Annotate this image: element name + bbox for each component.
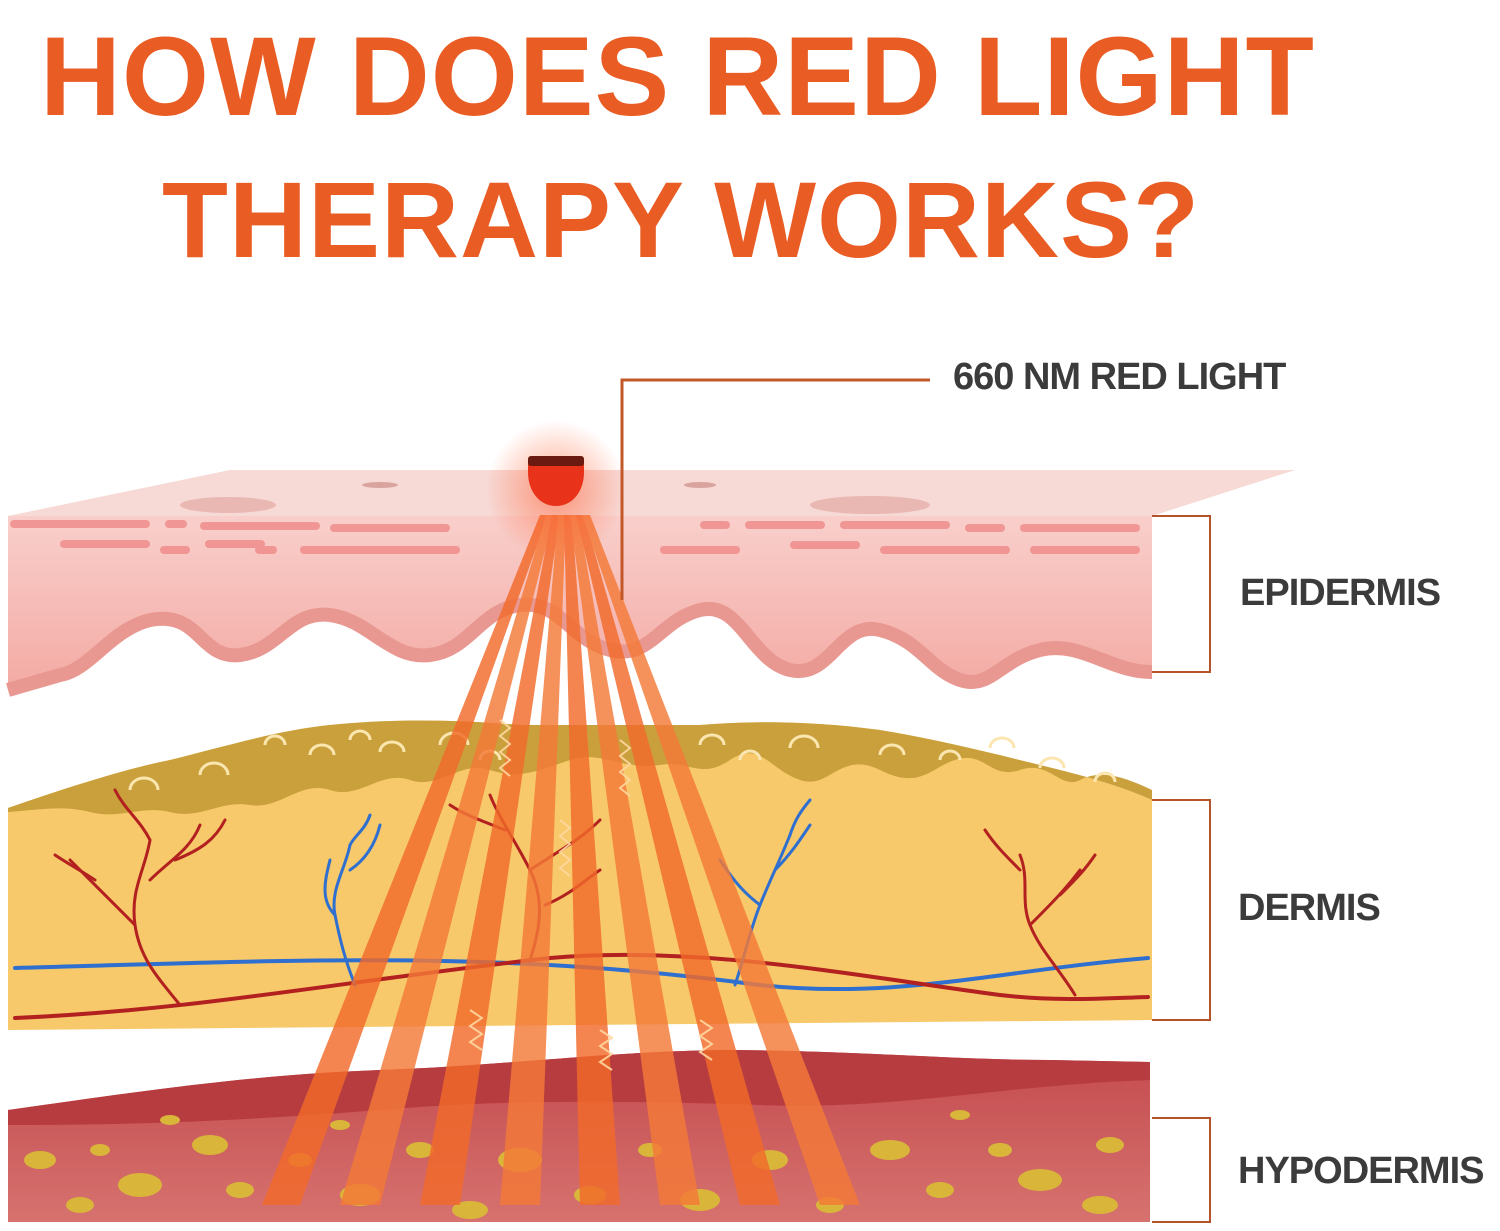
title-line-1: HOW DOES RED LIGHT [40,14,1315,139]
epidermis-label: EPIDERMIS [1240,572,1441,614]
light-source-label: 660 NM RED LIGHT [953,356,1286,398]
red-light-beams [262,515,860,1205]
epidermis-layer [6,470,1295,697]
light-callout-line [620,378,930,600]
light-zigzags [468,719,714,1071]
red-light-lamp [486,420,626,560]
dermis-label: DERMIS [1238,887,1381,929]
title-line-2: THERAPY WORKS? [162,159,1201,280]
layer-brackets [1152,515,1211,1223]
hypodermis-label: HYPODERMIS [1238,1150,1484,1192]
